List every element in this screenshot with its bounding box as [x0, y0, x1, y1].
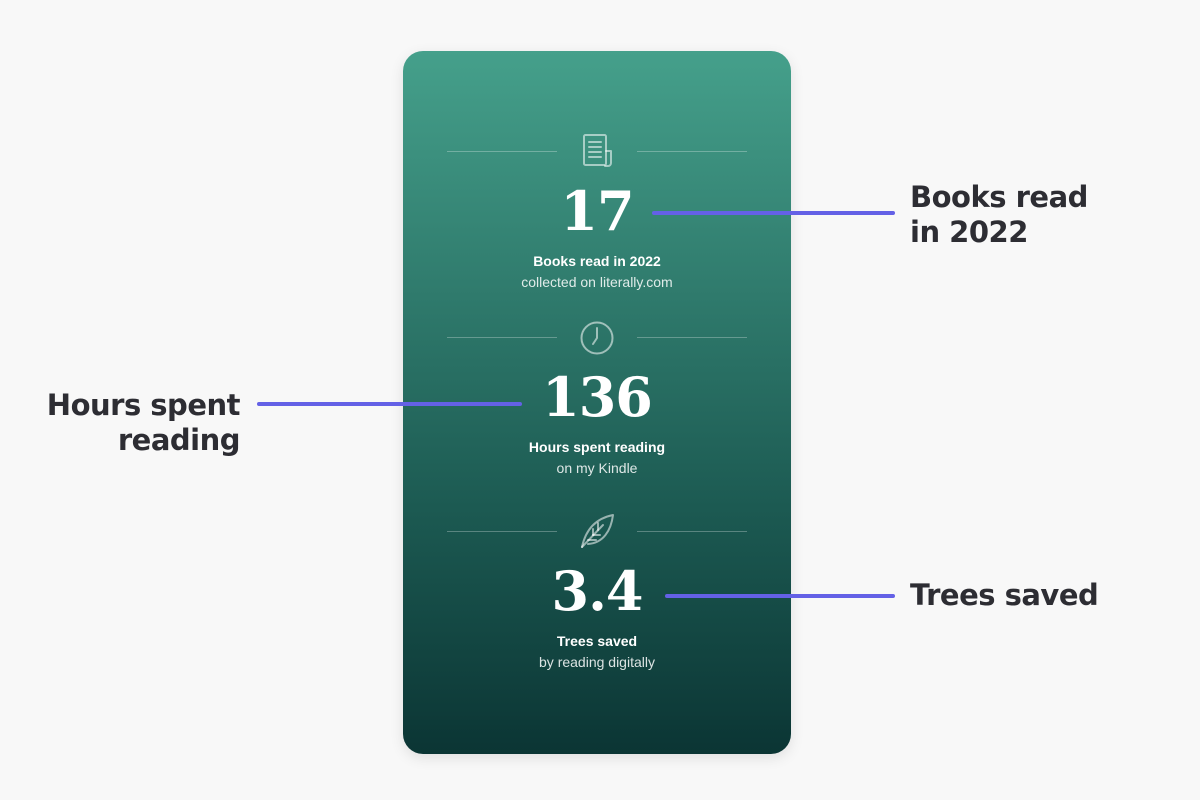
- callout-hours: Hours spent reading: [0, 388, 241, 458]
- stat-subtitle: collected on literally.com: [521, 274, 673, 290]
- stat-label: Books read in 2022: [533, 253, 661, 269]
- stat-hours: 136 Hours spent reading on my Kindle: [403, 317, 791, 497]
- connector-books: [652, 211, 895, 215]
- divider-right: [637, 151, 747, 152]
- divider-left: [447, 151, 557, 152]
- document-icon: [577, 131, 617, 171]
- divider-right: [637, 531, 747, 532]
- divider-left: [447, 531, 557, 532]
- leaf-icon: [577, 511, 617, 551]
- stat-label: Trees saved: [556, 633, 638, 649]
- callout-hours-line2: reading: [117, 423, 241, 457]
- callout-trees-line1: Trees saved: [910, 578, 1099, 612]
- stat-subtitle: on my Kindle: [556, 460, 638, 476]
- stat-trees: 3.4 Trees saved by reading digitally: [403, 511, 791, 691]
- divider-right: [637, 337, 747, 338]
- stat-value: 3.4: [551, 559, 644, 623]
- stat-subtitle: by reading digitally: [539, 654, 655, 670]
- callout-books-line1: Books read: [910, 180, 1088, 214]
- divider-row: [403, 131, 791, 173]
- clock-icon: [577, 317, 617, 357]
- stat-label: Hours spent reading: [528, 439, 666, 455]
- divider-left: [447, 337, 557, 338]
- callout-books-line2: in 2022: [910, 215, 1028, 249]
- stat-value: 17: [560, 179, 634, 243]
- stat-value: 136: [542, 365, 653, 429]
- connector-trees: [665, 594, 895, 598]
- stat-books: 17 Books read in 2022 collected on liter…: [403, 131, 791, 311]
- callout-hours-line1: Hours spent: [46, 388, 241, 422]
- divider-row: [403, 511, 791, 553]
- connector-hours: [257, 402, 522, 406]
- callout-trees: Trees saved: [910, 578, 1099, 613]
- callout-books: Books read in 2022: [910, 180, 1088, 250]
- divider-row: [403, 317, 791, 359]
